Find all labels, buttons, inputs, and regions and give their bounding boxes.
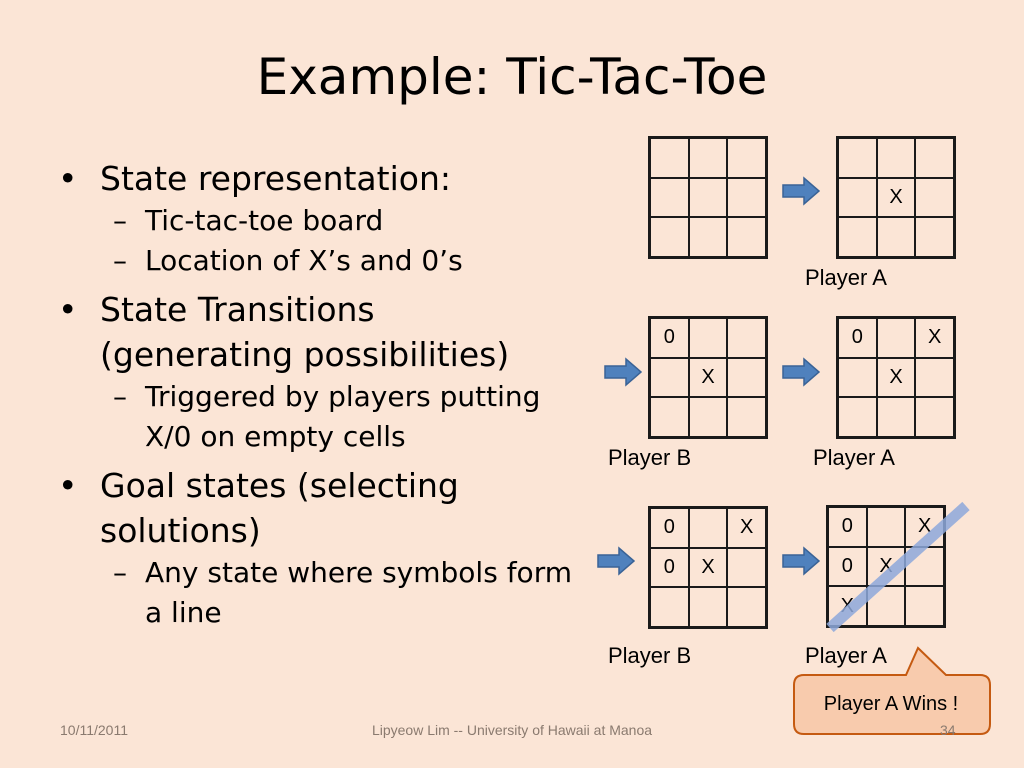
board-cell [915, 217, 954, 257]
board-cell [727, 217, 766, 257]
board-cell [838, 397, 877, 437]
bullet-2: State Transitions (generating possibilit… [58, 287, 578, 377]
bullet-3: Goal states (selecting solutions) [58, 463, 578, 553]
board-cell [727, 357, 766, 398]
right-arrow-icon [782, 176, 820, 206]
board-move-1: X [836, 136, 956, 259]
board-cell: 0 [828, 507, 867, 547]
board-cell: X [915, 318, 954, 358]
win-callout-text: Player A Wins ! [823, 693, 959, 715]
player-label: Player A [805, 265, 887, 290]
board-cell [876, 397, 916, 437]
right-arrow-icon [604, 357, 642, 387]
board-cell [838, 217, 877, 257]
win-callout: Player A Wins ! [790, 640, 996, 740]
board-cell [727, 318, 766, 358]
board-cell [727, 397, 766, 437]
board-cell [876, 318, 916, 358]
board-cell: X [876, 357, 916, 398]
board-cell: 0 [838, 318, 877, 358]
board-cell: X [688, 547, 728, 588]
player-label: Player B [608, 643, 692, 668]
board-cell [650, 397, 689, 437]
diagonal-win-line [826, 501, 970, 633]
board-cell: 0 [650, 547, 689, 588]
board-empty [648, 136, 768, 259]
board-cell [727, 138, 766, 178]
board-cell [915, 177, 954, 218]
right-arrow-icon [597, 546, 635, 576]
board-cell: 0 [828, 546, 867, 587]
board-cell [876, 138, 916, 178]
board-cell [688, 508, 728, 548]
footer-author: Lipyeow Lim -- University of Hawaii at M… [371, 722, 653, 738]
player-label: Player A [805, 643, 887, 668]
board-cell [876, 217, 916, 257]
slide-title: Example: Tic-Tac-Toe [256, 48, 768, 106]
right-arrow-icon [782, 546, 820, 576]
board-cell [727, 587, 766, 627]
board-cell [838, 177, 877, 218]
board-move-3: 0 X X [836, 316, 956, 439]
player-label: Player A [813, 445, 895, 470]
footer-date: 10/11/2011 [60, 722, 128, 738]
board-cell [650, 587, 689, 627]
bullet-list: State representation: Tic-tac-toe board … [58, 150, 578, 633]
board-cell: X [727, 508, 766, 548]
bullet-1-sub-1: Tic-tac-toe board [113, 201, 578, 241]
board-move-2: 0 X [648, 316, 768, 439]
board-cell [688, 138, 728, 178]
board-cell: X [876, 177, 916, 218]
board-cell [838, 357, 877, 398]
board-cell [915, 357, 954, 398]
board-cell [727, 547, 766, 588]
board-cell: 0 [650, 318, 689, 358]
board-cell [838, 138, 877, 178]
board-cell [688, 217, 728, 257]
board-cell [650, 138, 689, 178]
board-cell [688, 587, 728, 627]
bullet-1-sub-2: Location of X’s and 0’s [113, 241, 578, 281]
bullet-1: State representation: [58, 156, 578, 201]
board-cell [905, 586, 944, 626]
board-cell [650, 177, 689, 218]
board-cell [915, 397, 954, 437]
bullet-2-sub-1: Triggered by players putting X/0 on empt… [113, 377, 578, 457]
board-cell [866, 507, 906, 547]
board-cell [915, 138, 954, 178]
footer-page-number: 34 [940, 722, 956, 738]
board-cell: X [688, 357, 728, 398]
board-cell [650, 357, 689, 398]
board-cell [650, 217, 689, 257]
right-arrow-icon [782, 357, 820, 387]
bullet-3-sub-1: Any state where symbols form a line [113, 553, 578, 633]
board-cell [688, 177, 728, 218]
board-cell [688, 318, 728, 358]
board-cell: 0 [650, 508, 689, 548]
board-cell [688, 397, 728, 437]
board-cell [727, 177, 766, 218]
board-cell [866, 586, 906, 626]
board-move-4: 0 X 0 X [648, 506, 768, 629]
player-label: Player B [608, 445, 692, 470]
